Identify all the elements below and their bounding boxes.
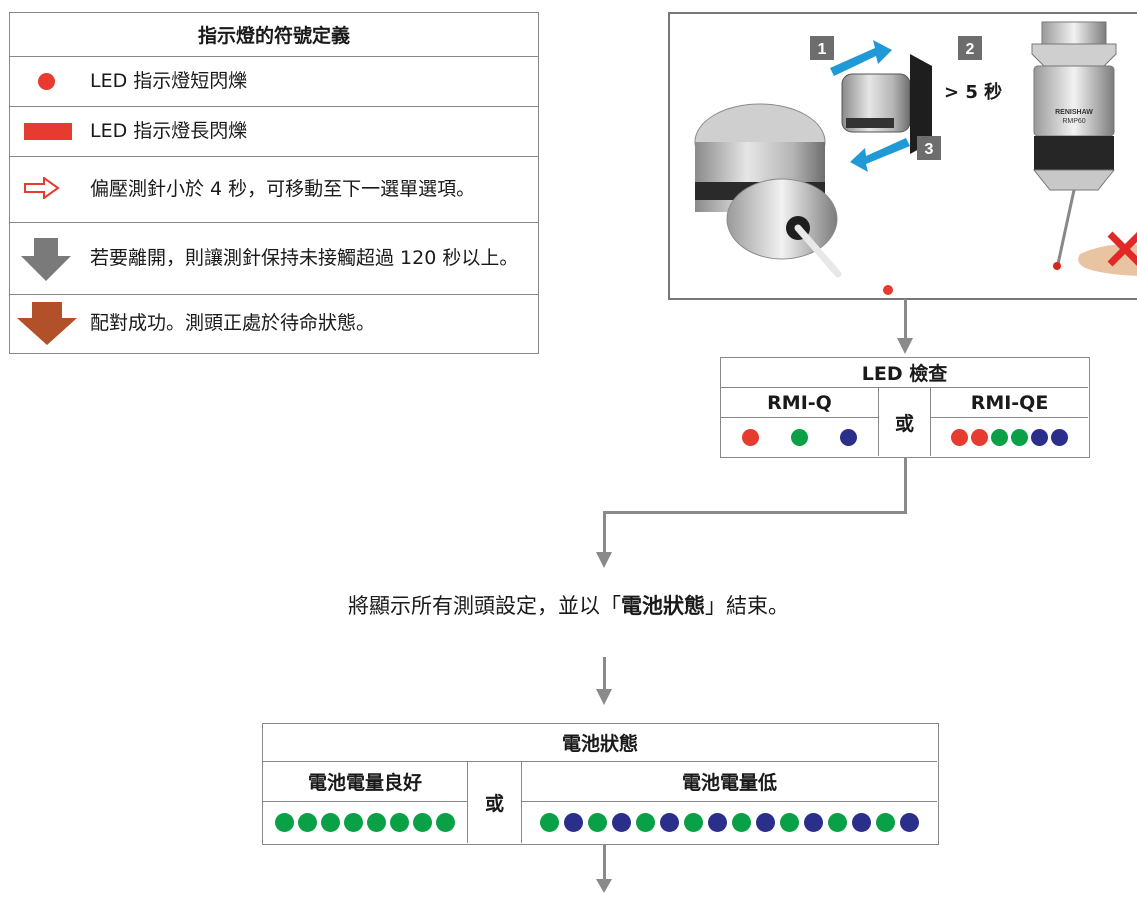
gray-arrow-down-icon <box>20 238 72 286</box>
green-led-dot <box>1011 428 1028 446</box>
symbol-legend-table: 指示燈的符號定義 LED 指示燈短閃爍 LED 指示燈長閃爍 偏壓測針小於 4 … <box>9 12 539 354</box>
legend-row-text: LED 指示燈短閃爍 <box>90 69 248 92</box>
green-led-dot <box>436 813 455 832</box>
duration-label: > 5 秒 <box>944 81 1002 103</box>
insert-arrow <box>830 40 892 76</box>
green-led-dot <box>344 813 363 832</box>
legend-title: 指示燈的符號定義 <box>10 13 538 57</box>
green-led-dot <box>413 813 432 832</box>
green-led-dot <box>367 813 386 832</box>
outline-arrow-right-icon <box>24 176 60 203</box>
legend-row-text: 配對成功。測頭正處於待命狀態。 <box>90 311 376 334</box>
rmi-qe-label: RMI-QE <box>931 388 1088 418</box>
note-text-before: 將顯示所有測頭設定，並以「 <box>348 594 621 618</box>
settings-display-note: 將顯示所有測頭設定，並以「電池狀態」結束。 <box>0 590 1137 620</box>
arrow-down-icon <box>596 552 612 568</box>
arrow-down-icon <box>897 338 913 354</box>
led-check-table: LED 檢查 RMI-Q 或 RMI-QE <box>720 357 1090 458</box>
remove-arrow <box>850 138 910 172</box>
blue-led-dot <box>1051 428 1068 446</box>
blue-led-dot <box>852 813 871 832</box>
legend-row-exit: 若要離開，則讓測針保持未接觸超過 120 秒以上。 <box>10 222 538 295</box>
arrow-down-icon <box>596 879 612 893</box>
blue-led-dot <box>564 813 583 832</box>
battery-status-title: 電池狀態 <box>263 724 937 762</box>
red-bar-icon <box>24 122 72 140</box>
green-led-dot <box>321 813 340 832</box>
led-indicator-icon <box>883 285 893 295</box>
or-label: 或 <box>879 388 931 456</box>
rmi-q-led-sequence <box>721 418 879 456</box>
blue-led-dot <box>660 813 679 832</box>
step-3-label: 3 <box>925 141 934 158</box>
probe-model: RMP60 <box>1062 118 1085 125</box>
battery-status-table: 電池狀態 電池電量良好 或 電池電量低 <box>262 723 939 845</box>
legend-row-long-blink: LED 指示燈長閃爍 <box>10 106 538 157</box>
green-led-dot <box>791 428 808 446</box>
green-led-dot <box>732 813 751 832</box>
rmi-qe-led-sequence <box>931 418 1088 456</box>
green-led-dot <box>540 813 559 832</box>
battery-pack <box>841 54 932 154</box>
probe-brand: RENISHAW <box>1055 109 1093 116</box>
do-not-touch-x-icon <box>1107 231 1137 267</box>
green-led-dot <box>298 813 317 832</box>
green-led-dot <box>876 813 895 832</box>
receiver-and-probe-illustration: 1 2 3 > 5 秒 RENISHAW RMP60 <box>694 21 1137 295</box>
blue-led-dot <box>708 813 727 832</box>
legend-row-text: LED 指示燈長閃爍 <box>90 119 248 142</box>
arrow-down-icon <box>596 689 612 705</box>
blue-led-dot <box>840 428 857 446</box>
battery-low-led-sequence <box>522 802 937 843</box>
legend-row-text: 若要離開，則讓測針保持未接觸超過 120 秒以上。 <box>90 246 519 269</box>
legend-row-next-option: 偏壓測針小於 4 秒，可移動至下一選單選項。 <box>10 156 538 223</box>
step-3-badge <box>917 136 941 160</box>
green-led-dot <box>390 813 409 832</box>
red-led-dot <box>951 428 968 446</box>
green-led-dot <box>828 813 847 832</box>
legend-row-text: 偏壓測針小於 4 秒，可移動至下一選單選項。 <box>90 177 476 200</box>
green-led-dot <box>780 813 799 832</box>
note-text-bold: 電池狀態 <box>621 594 705 618</box>
green-led-dot <box>588 813 607 832</box>
green-led-dot <box>684 813 703 832</box>
blue-led-dot <box>756 813 775 832</box>
step-2-label: 2 <box>966 41 975 58</box>
probe-rmp60: RENISHAW RMP60 <box>1031 21 1117 270</box>
note-text-after: 」結束。 <box>705 594 789 618</box>
receiver-unit <box>694 103 842 278</box>
blue-led-dot <box>612 813 631 832</box>
red-dot-icon <box>38 72 55 90</box>
battery-good-led-sequence <box>263 802 468 843</box>
step-2-badge <box>958 36 982 60</box>
rmi-q-label: RMI-Q <box>721 388 879 418</box>
battery-good-label: 電池電量良好 <box>263 762 468 802</box>
green-led-dot <box>636 813 655 832</box>
green-led-dot <box>275 813 294 832</box>
blue-led-dot <box>1031 428 1048 446</box>
blue-led-dot <box>900 813 919 832</box>
green-led-dot <box>991 428 1008 446</box>
legend-row-paired: 配對成功。測頭正處於待命狀態。 <box>10 294 538 352</box>
blue-led-dot <box>804 813 823 832</box>
red-led-dot <box>742 428 759 446</box>
battery-replacement-photo: 1 2 3 > 5 秒 RENISHAW RMP60 <box>668 12 1137 300</box>
red-led-dot <box>971 428 988 446</box>
brown-arrow-down-icon <box>16 302 78 350</box>
step-1-badge <box>810 36 834 60</box>
legend-row-short-blink: LED 指示燈短閃爍 <box>10 56 538 107</box>
led-check-title: LED 檢查 <box>721 358 1088 388</box>
or-label: 或 <box>468 762 522 843</box>
step-1-label: 1 <box>818 41 827 58</box>
battery-low-label: 電池電量低 <box>522 762 937 802</box>
